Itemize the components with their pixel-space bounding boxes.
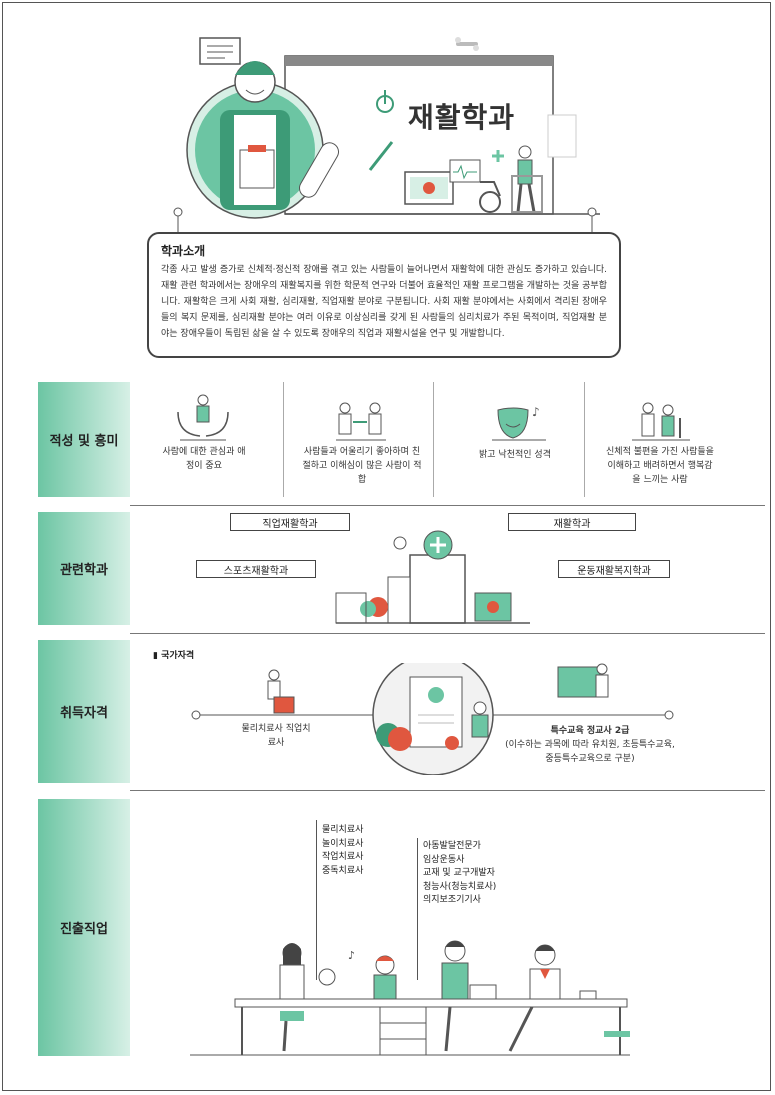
intro-body: 각종 사고 발생 증가로 신체적·정신적 장애를 겪고 있는 사람들이 늘어나면… bbox=[161, 265, 607, 339]
divider bbox=[584, 382, 585, 497]
svg-text:♪: ♪ bbox=[348, 949, 355, 962]
leader-line bbox=[316, 820, 317, 980]
national-cert-text: 국가자격 bbox=[161, 651, 195, 661]
career-item: 교재 및 교구개발자 bbox=[423, 868, 495, 878]
cert-left-text: 물리치료사 직업치료사 bbox=[241, 724, 311, 748]
career-item: 의지보조기기사 bbox=[423, 895, 481, 905]
aptitude-item-text: 신체적 불편을 가진 사람들을 이해하고 배려하면서 행복감을 느끼는 사람 bbox=[606, 447, 714, 485]
aptitude-item-text: 사람에 대한 관심과 애정이 중요 bbox=[162, 447, 246, 471]
careers-illustration: ♪ bbox=[190, 940, 630, 1056]
national-cert-label: ▮ 국가자격 bbox=[153, 648, 194, 661]
dept-pill: 운동재활복지학과 bbox=[558, 560, 670, 578]
header-illustration bbox=[173, 37, 600, 234]
divider bbox=[283, 382, 284, 497]
helping-elder-icon bbox=[632, 402, 690, 441]
divider bbox=[433, 382, 434, 497]
cert-right-title: 특수교육 정교사 2급 bbox=[550, 726, 630, 736]
section-divider bbox=[130, 505, 765, 506]
career-item: 청능사(청능치료사) bbox=[423, 881, 497, 892]
hands-person-icon bbox=[177, 394, 229, 441]
page-title: 재활학과 bbox=[408, 101, 516, 134]
bookmark-icon: ▮ bbox=[153, 651, 158, 661]
career-item: 작업치료사 bbox=[322, 852, 364, 862]
section-tab-certs: 취득자격 bbox=[38, 640, 130, 783]
mask-icon: ♪ bbox=[492, 405, 546, 441]
people-arrows-icon bbox=[336, 402, 386, 441]
cert-right-note: (이수하는 과목에 따라 유치원, 초등특수교육, 중등특수교육으로 구분) bbox=[505, 740, 675, 764]
career-list-b: 아동발달전문가 임상운동사 교재 및 교구개발자 청능사(청능치료사) 의지보조… bbox=[423, 840, 496, 908]
career-item: 물리치료사 bbox=[322, 825, 364, 835]
career-item: 놀이치료사 bbox=[322, 838, 364, 849]
intro-box: 학과소개 각종 사고 발생 증가로 신체적·정신적 장애를 겪고 있는 사람들이… bbox=[147, 232, 621, 358]
aptitude-item-text: 사람들과 어울리기 좋아하며 친절하고 이해심이 많은 사람이 적합 bbox=[302, 447, 422, 485]
career-item: 중독치료사 bbox=[322, 865, 364, 876]
dept-pill: 직업재활학과 bbox=[230, 513, 350, 531]
hospital-icon bbox=[335, 530, 530, 624]
section-divider bbox=[130, 790, 765, 791]
intro-heading: 학과소개 bbox=[161, 244, 206, 258]
section-tab-related: 관련학과 bbox=[38, 512, 130, 625]
section-divider bbox=[130, 633, 765, 634]
section-tab-careers: 진출직업 bbox=[38, 799, 130, 1056]
dept-pill: 스포츠재활학과 bbox=[196, 560, 316, 578]
cert-illustration bbox=[191, 663, 674, 775]
career-list-a: 물리치료사 놀이치료사 작업치료사 중독치료사 bbox=[322, 824, 363, 878]
svg-text:♪: ♪ bbox=[532, 405, 540, 419]
leader-line bbox=[417, 838, 418, 980]
career-item: 임상운동사 bbox=[423, 854, 465, 865]
dept-pill: 재활학과 bbox=[508, 513, 636, 531]
career-item: 아동발달전문가 bbox=[423, 841, 481, 851]
section-tab-aptitude: 적성 및 흥미 bbox=[38, 382, 130, 497]
aptitude-item-text: 밝고 낙천적인 성격 bbox=[479, 450, 551, 460]
